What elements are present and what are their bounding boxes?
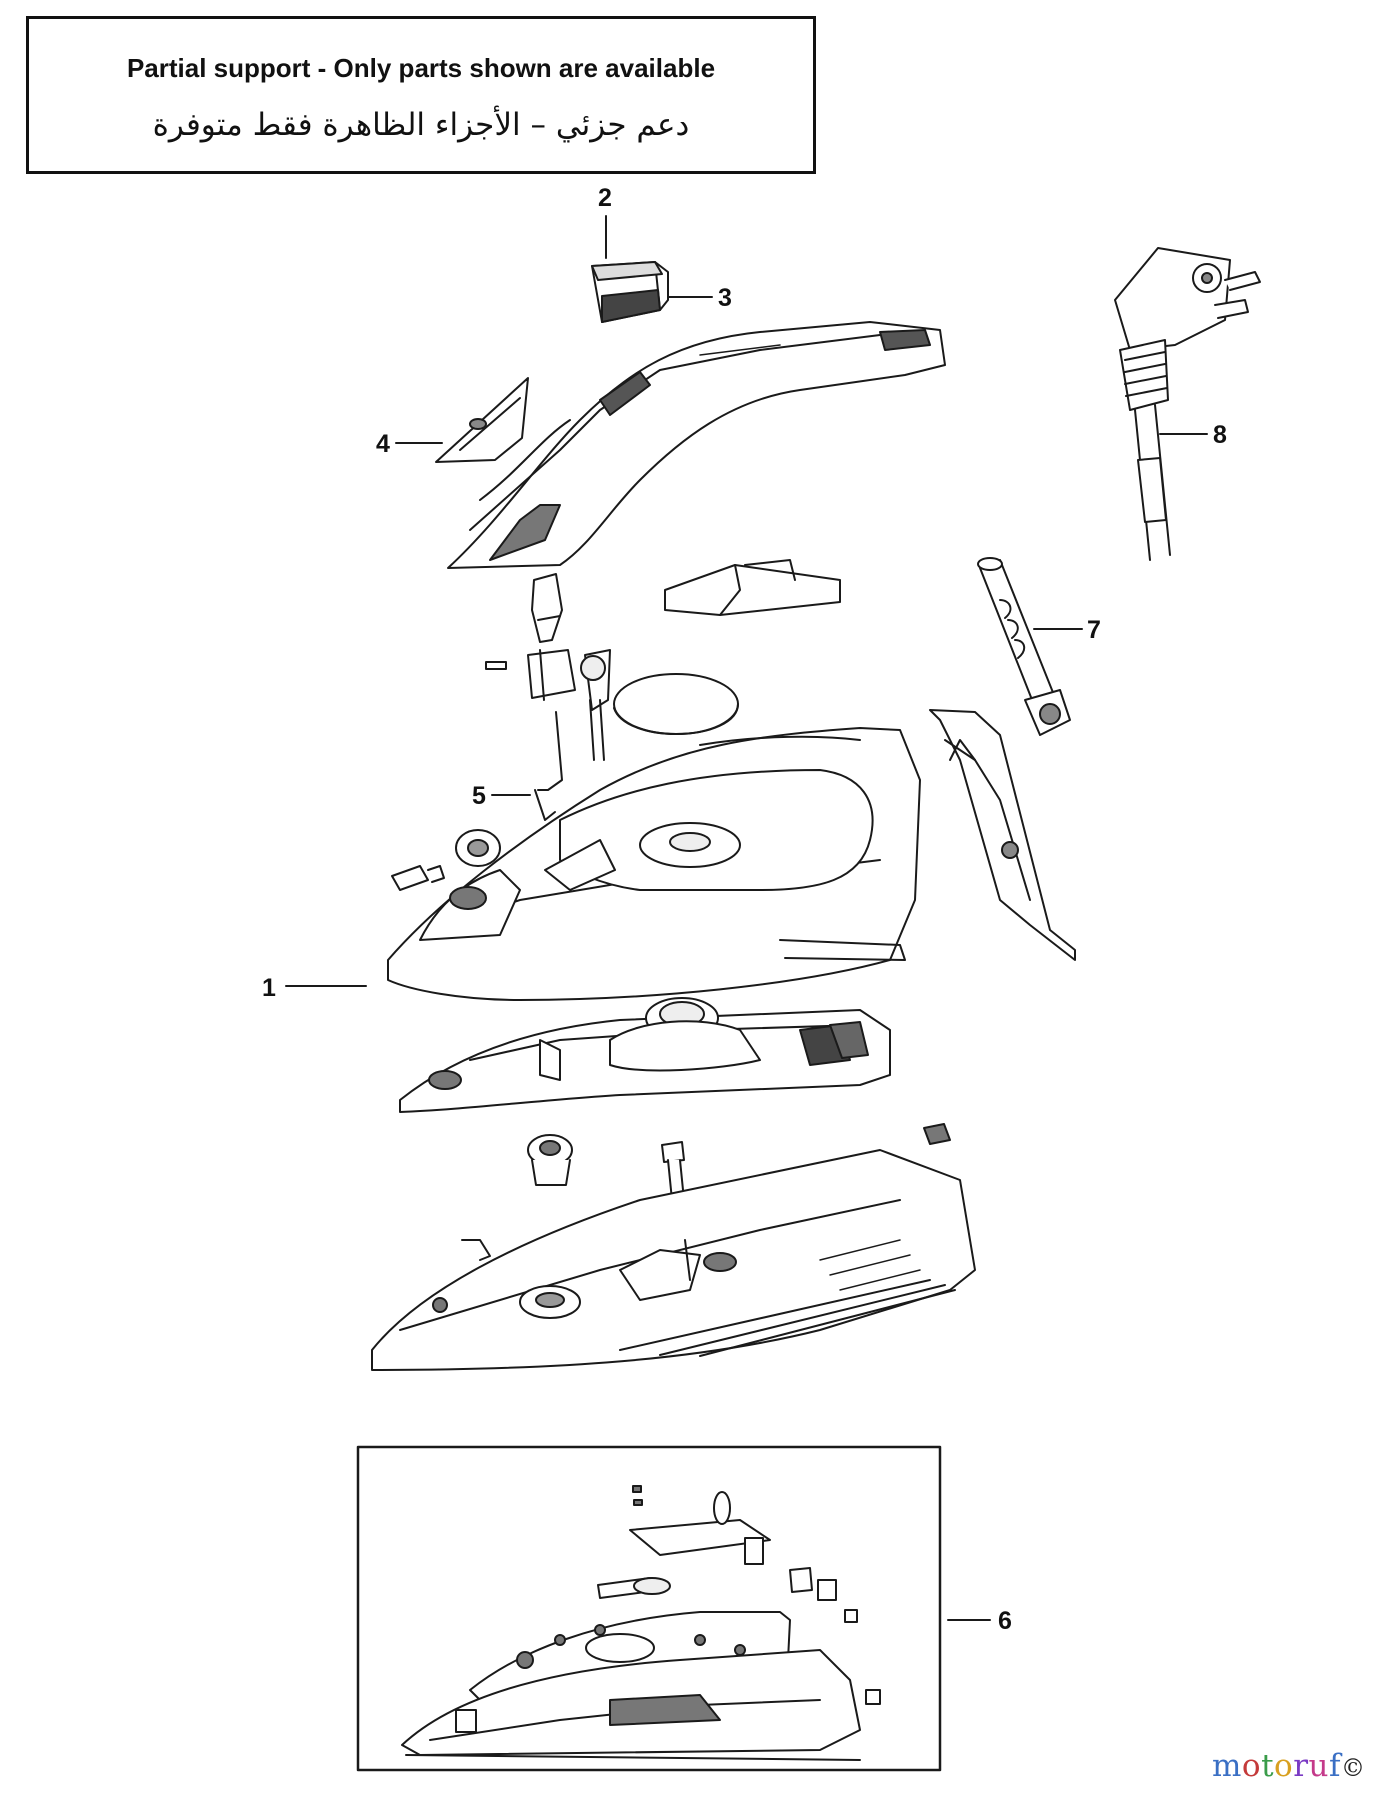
small-seal-parts <box>391 829 501 891</box>
watermark-copyright: © <box>1341 1754 1366 1782</box>
part-4-cover <box>435 377 529 463</box>
watermark-letter: r <box>1293 1748 1309 1784</box>
callout-3: 3 <box>718 284 732 312</box>
part-2-3-dial-button <box>591 261 669 323</box>
watermark-letter: u <box>1308 1748 1330 1784</box>
callout-8: 8 <box>1213 421 1227 449</box>
callout-5: 5 <box>472 782 486 810</box>
notice-english-text: Partial support - Only parts shown are a… <box>126 53 716 83</box>
watermark-letter: m <box>1212 1748 1242 1784</box>
motoruf-watermark: motoruf© <box>1212 1748 1366 1784</box>
watermark-letter: f <box>1329 1748 1341 1784</box>
callout-4: 4 <box>376 430 390 458</box>
watermark-letter: t <box>1261 1748 1275 1784</box>
part-7-cord-guard <box>977 557 1071 736</box>
watermark-letter: o <box>1241 1748 1262 1784</box>
callout-6: 6 <box>998 1607 1012 1635</box>
part-1-housing-cover <box>387 727 921 1001</box>
round-cover-disc <box>613 673 739 735</box>
watermark-text: motoruf <box>1212 1748 1341 1784</box>
rear-housing-piece <box>929 709 1076 961</box>
base-shell <box>371 1149 976 1371</box>
callout-2: 2 <box>598 184 612 212</box>
watermark-letter: o <box>1274 1748 1294 1784</box>
water-tank-body <box>399 997 891 1113</box>
part-5-switch-assembly <box>485 573 611 821</box>
cord-connector-block <box>664 559 841 616</box>
callout-1: 1 <box>262 974 276 1002</box>
part-6-soleplate-assembly <box>401 1485 881 1761</box>
iron-handle <box>447 321 946 569</box>
callout-7: 7 <box>1087 616 1101 644</box>
part-8-power-plug <box>1114 247 1261 561</box>
part-6-soleplate-frame <box>356 1445 942 1772</box>
partial-support-notice: Partial support - Only parts shown are a… <box>26 16 816 174</box>
notice-arabic-text: دعم جزئي – الأجزاء الظاهرة فقط متوفرة <box>152 107 690 143</box>
